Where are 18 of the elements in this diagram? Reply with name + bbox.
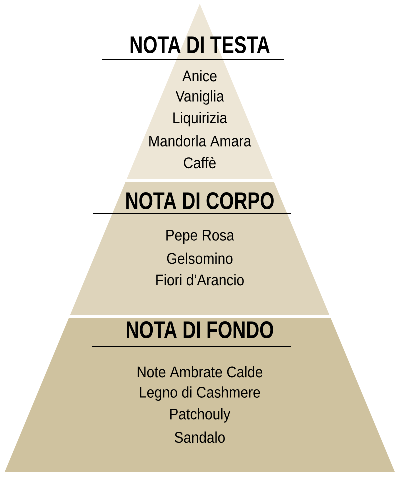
note-name: Patchouly: [170, 408, 231, 423]
note-name: Liquirizia: [174, 112, 228, 127]
note-name: Vaniglia: [176, 90, 224, 105]
tier-heading: NOTA DI FONDO: [127, 322, 274, 338]
tier-heading: NOTA DI TESTA: [130, 36, 270, 54]
note-name: Sandalo: [175, 432, 225, 444]
note-name: Anice: [182, 70, 217, 82]
note-name: Legno di Cashmere: [140, 386, 260, 402]
note-name: Mandorla Amara: [150, 135, 252, 147]
note-name: Pepe Rosa: [166, 230, 234, 244]
note-name: Gelsomino: [167, 252, 233, 264]
note-name: Fiori d’Arancio: [156, 274, 244, 286]
note-name: Caffè: [184, 157, 216, 169]
note-name: Note Ambrate Calde: [138, 366, 263, 378]
pyramid-tier: [127, 4, 273, 179]
pyramid-tier: [5, 318, 395, 472]
tier-heading: NOTA DI CORPO: [126, 192, 274, 210]
pyramid-tier: [70, 182, 330, 315]
